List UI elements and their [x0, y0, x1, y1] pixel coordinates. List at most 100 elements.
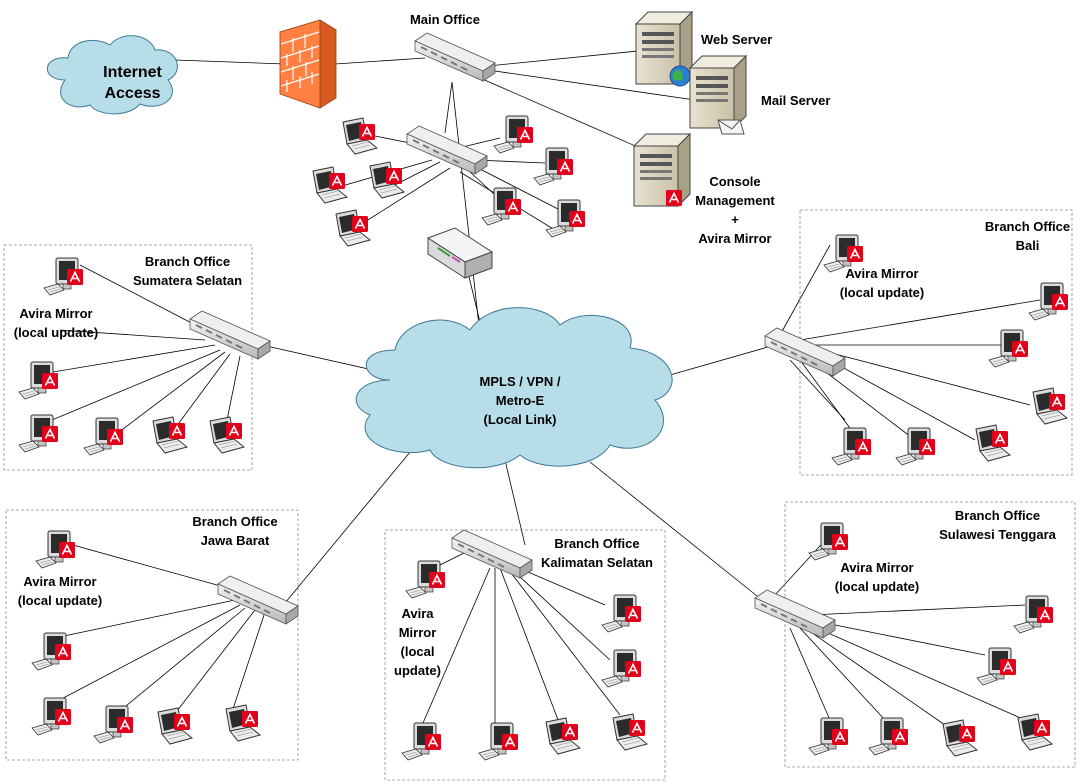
sulawesi-desktop-4 [809, 718, 848, 755]
sulawesi-laptop-2 [943, 720, 977, 756]
internet-label-line1: Internet [103, 64, 162, 81]
bali-title-line1: Branch Office [984, 219, 1071, 234]
web-server-icon [635, 11, 693, 87]
mail-server-icon [689, 55, 747, 135]
jawa-mirror-line1: Avira Mirror [23, 574, 97, 589]
bali-desktop-4 [832, 428, 871, 465]
main-office-label: Main Office [409, 12, 481, 27]
sulawesi-desktop-2 [977, 648, 1016, 685]
sumatera-laptop-1 [153, 417, 187, 453]
sumatera-laptop-2 [210, 417, 244, 453]
sulawesi-desktop-mirror [809, 523, 848, 560]
kalimantan-laptop-1 [613, 714, 647, 750]
branch-box-jawa [5, 509, 299, 761]
jawa-title-line2: Jawa Barat [200, 533, 270, 548]
sumatera-mirror-label: Avira Mirror (local update) [6, 304, 106, 342]
jawa-laptop-2 [226, 705, 260, 741]
bali-desktop-2 [989, 330, 1028, 367]
kalimantan-mirror-line3: (local [400, 644, 435, 659]
kalimantan-mirror-line4: update) [394, 663, 441, 678]
sulawesi-mirror-label: Avira Mirror (local update) [827, 558, 927, 596]
kalimantan-laptop-2 [546, 718, 580, 754]
main-desktop-3 [482, 188, 521, 225]
console-label: Console Management + Avira Mirror [680, 172, 790, 248]
sulawesi-mirror-line1: Avira Mirror [840, 560, 914, 575]
jawa-desktop-mirror [36, 531, 75, 568]
bali-desktop-3 [896, 428, 935, 465]
globe-icon [669, 65, 691, 87]
kalimantan-desktop-2 [602, 650, 641, 687]
kalimantan-title-line1: Branch Office [554, 536, 640, 551]
branch-box-sulawesi [784, 501, 1076, 768]
sulawesi-title-line2: Sulawesi Tenggara [939, 527, 1056, 542]
console-label-line4: Avira Mirror [698, 231, 772, 246]
bali-laptop-1 [1033, 388, 1067, 424]
wan-cloud-icon [355, 307, 673, 469]
sumatera-desktop-1 [19, 362, 58, 399]
console-label-line3: + [731, 212, 739, 227]
bali-laptop-2 [976, 425, 1010, 461]
jawa-title-line1: Branch Office [192, 514, 278, 529]
bali-mirror-label: Avira Mirror (local update) [832, 264, 932, 302]
branch-box-kalimantan [384, 529, 666, 781]
branch-box-sumatera [3, 244, 253, 471]
internet-label: Internet Access [85, 62, 180, 104]
main-desktop-1 [494, 116, 533, 153]
internet-cloud-icon [46, 35, 178, 115]
internet-label-line2: Access [104, 85, 161, 102]
sulawesi-mirror-line2: (local update) [834, 579, 920, 594]
wan-label-line1: MPLS / VPN / [479, 374, 561, 389]
wan-label: MPLS / VPN / Metro-E (Local Link) [460, 372, 580, 429]
kalimantan-mirror-line2: Mirror [398, 625, 437, 640]
wan-label-line2: Metro-E [495, 393, 545, 408]
main-laptop-2 [313, 167, 347, 203]
sumatera-title: Branch Office Sumatera Selatan [120, 252, 255, 290]
kalimantan-desktop-1 [602, 595, 641, 632]
main-desktop-2 [534, 148, 573, 185]
console-label-line2: Management [695, 193, 775, 208]
kalimantan-switch [451, 529, 533, 579]
bali-title-line2: Bali [1015, 238, 1040, 253]
sulawesi-title-line1: Branch Office [954, 508, 1041, 523]
mail-server-label: Mail Server [761, 93, 831, 108]
branch-boxes [3, 209, 1076, 781]
main-laptop-4 [336, 210, 370, 246]
sulawesi-desktop-1 [1014, 596, 1053, 633]
sumatera-title-line1: Branch Office [144, 254, 231, 269]
web-server-label: Web Server [701, 32, 773, 47]
jawa-desktop-1 [32, 633, 71, 670]
jawa-mirror-label: Avira Mirror (local update) [10, 572, 110, 610]
bali-mirror-line2: (local update) [839, 285, 925, 300]
main-office-switch [414, 32, 496, 82]
sumatera-desktop-2 [19, 415, 58, 452]
kalimantan-desktop-4 [402, 723, 441, 760]
bali-title: Branch Office Bali [975, 217, 1080, 255]
console-label-line1: Console [709, 174, 761, 189]
jawa-title: Branch Office Jawa Barat [185, 512, 285, 550]
firewall-icon [279, 19, 337, 109]
sumatera-desktop-3 [84, 418, 123, 455]
jawa-mirror-line2: (local update) [17, 593, 103, 608]
kalimantan-title-line2: Kalimatan Selatan [541, 555, 653, 570]
kalimantan-mirror-line1: Avira [401, 606, 434, 621]
sulawesi-laptop-1 [1018, 714, 1052, 750]
kalimantan-title: Branch Office Kalimatan Selatan [532, 534, 662, 572]
router-icon [426, 227, 494, 279]
sumatera-switch [189, 310, 271, 360]
jawa-desktop-3 [94, 706, 133, 743]
wan-label-line3: (Local Link) [483, 412, 557, 427]
jawa-desktop-2 [32, 698, 71, 735]
sulawesi-desktop-3 [869, 718, 908, 755]
kalimantan-desktop-3 [479, 723, 518, 760]
main-laptop-3 [370, 162, 404, 198]
sumatera-title-line2: Sumatera Selatan [132, 273, 243, 288]
bali-mirror-line1: Avira Mirror [845, 266, 919, 281]
sumatera-desktop-mirror [44, 258, 83, 295]
bali-desktop-1 [1029, 283, 1068, 320]
jawa-laptop-1 [158, 708, 192, 744]
envelope-icon [717, 119, 745, 135]
jawa-switch [217, 575, 299, 625]
kalimantan-mirror-label: Avira Mirror (local update) [385, 604, 450, 680]
kalimantan-desktop-mirror [406, 561, 445, 598]
